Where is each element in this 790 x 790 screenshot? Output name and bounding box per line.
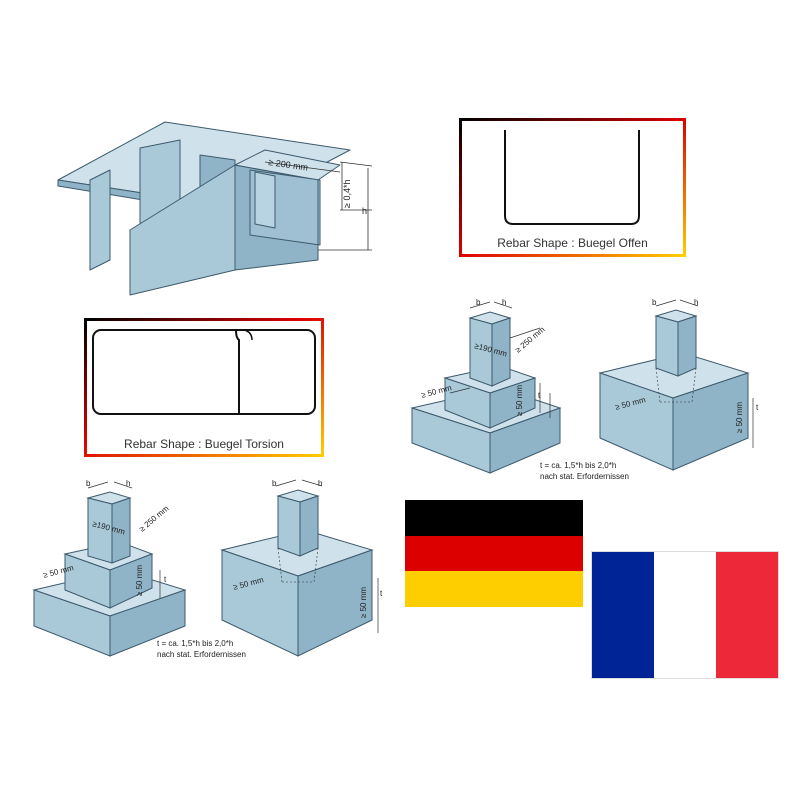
dim-depth-label: ≥ 0,4*h <box>342 180 352 208</box>
dim-height-label: h <box>362 206 367 216</box>
footing1-dim250-label: ≥ 250 mm <box>514 325 547 355</box>
german-flag-stripe-gold <box>405 571 583 608</box>
french-flag-stripe-blue <box>592 552 654 678</box>
footing4-h-label: h <box>318 479 322 488</box>
footing2-dim50-vertical-label: ≥ 50 mm <box>735 402 744 433</box>
footing3-dim250-label: ≥ 250 mm <box>138 504 171 534</box>
german-flag[interactable] <box>405 500 583 608</box>
footing1-note: t = ca. 1,5*h bis 2,0*h nach stat. Erfor… <box>540 460 629 482</box>
footing1-h-label: h <box>502 298 506 307</box>
footing1-note-line1: t = ca. 1,5*h bis 2,0*h <box>540 461 617 470</box>
french-flag-stripe-white <box>654 552 716 678</box>
block-footing-diagram-1: b h ≥ 50 mm ≥ 50 mm t <box>598 298 759 471</box>
footing4-b-label: b <box>272 479 277 488</box>
rebar-torsion-caption: Rebar Shape : Buegel Torsion <box>124 437 284 451</box>
stepped-footing-diagram-2: b h ≥190 mm ≥ 250 mm ≥ 50 mm ≥ 50 mm t <box>32 479 187 657</box>
footing3-note-line2: nach stat. Erfordernissen <box>157 650 246 659</box>
rebar-open-panel: Rebar Shape : Buegel Offen <box>459 118 686 257</box>
footing1-b-label: b <box>476 298 481 307</box>
footing3-h-label: h <box>126 479 130 488</box>
rebar-torsion-shape <box>84 318 324 457</box>
footing3-b-label: b <box>86 479 91 488</box>
footing3-note-line1: t = ca. 1,5*h bis 2,0*h <box>157 639 234 648</box>
footing4-t-label: t <box>380 589 383 598</box>
german-flag-stripe-black <box>405 500 583 536</box>
french-flag-stripe-red <box>716 552 778 678</box>
footing2-b-label: b <box>652 298 657 307</box>
footing1-note-line2: nach stat. Erfordernissen <box>540 472 629 481</box>
rebar-open-caption: Rebar Shape : Buegel Offen <box>497 236 648 250</box>
stepped-footing-diagram-1: b h ≥190 mm ≥ 250 mm ≥ 50 mm ≥ 50 mm t <box>410 298 562 474</box>
footing3-note: t = ca. 1,5*h bis 2,0*h nach stat. Erfor… <box>157 638 246 660</box>
german-flag-stripe-red <box>405 535 583 572</box>
footing3-t-label: t <box>164 575 167 584</box>
footing4-dim50-vertical-label: ≥ 50 mm <box>359 587 368 618</box>
slab-beam-diagram: ≥ 200 mm ≥ 0,4*h h <box>57 121 373 296</box>
footing1-t-label: t <box>538 391 541 400</box>
french-flag[interactable] <box>592 552 778 678</box>
rebar-open-shape <box>459 118 686 257</box>
footing2-t-label: t <box>756 403 759 412</box>
footing1-dim50-vertical-label: ≥ 50 mm <box>515 385 524 416</box>
footing3-dim50-vertical-label: ≥ 50 mm <box>135 565 144 596</box>
rebar-torsion-panel: Rebar Shape : Buegel Torsion <box>84 318 324 457</box>
block-footing-diagram-2: b h ≥ 50 mm ≥ 50 mm t <box>220 479 383 657</box>
footing2-h-label: h <box>694 298 698 307</box>
